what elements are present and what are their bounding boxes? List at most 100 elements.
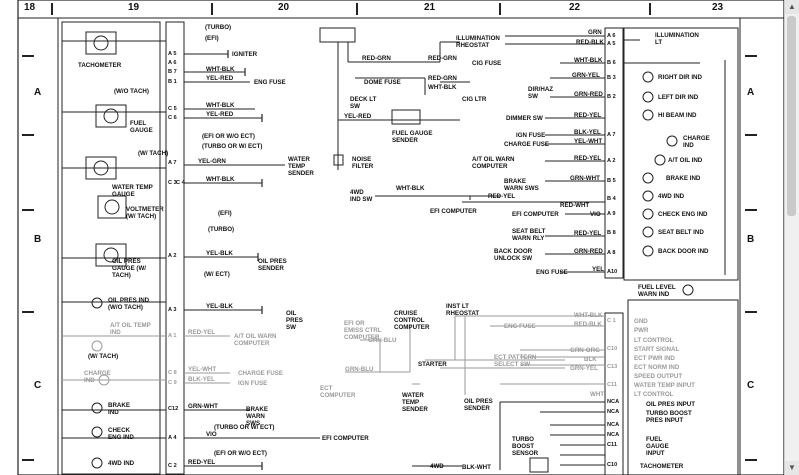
label-w-tach: (W/ TACH) xyxy=(138,150,169,157)
label-at-warn-computer: A/T OIL WARN COMPUTER xyxy=(234,333,277,347)
wire-grn-red-1: GRN-RED xyxy=(574,91,603,98)
label-oil-pres-ind: OIL PRES IND (W/O TACH) xyxy=(108,297,150,311)
ecu-water-temp-input: WATER TEMP INPUT xyxy=(634,382,695,389)
label-oil-pres-sw: OIL PRES SW xyxy=(286,310,303,331)
label-efi-2: (EFI) xyxy=(218,210,232,217)
label-at-oil-temp-ind: A/T OIL TEMP IND xyxy=(110,322,151,336)
wire-wht-blk-3: WHT-BLK xyxy=(206,176,235,183)
label-brake-warn-sws: BRAKE WARN SWS xyxy=(246,406,269,427)
wire-yel-blk-1: YEL-BLK xyxy=(206,250,233,257)
scroll-down-arrow-icon[interactable]: ▼ xyxy=(785,461,799,475)
vertical-scrollbar[interactable]: ▲ ▼ xyxy=(784,0,799,475)
pin-c4: C 4 xyxy=(176,180,185,186)
pin-a10: A10 xyxy=(607,269,618,275)
pin-nca-2: NCA xyxy=(607,409,620,415)
pin-c9: C 9 xyxy=(168,380,177,386)
label-efi: (EFI) xyxy=(205,35,219,42)
column-label-20: 20 xyxy=(278,2,290,13)
label-hi-beam-ind: HI BEAM IND xyxy=(658,112,697,119)
label-left-dir-ind: LEFT DIR IND xyxy=(658,94,699,101)
wire-yel-1: YEL xyxy=(592,266,605,273)
pin-a9: A 9 xyxy=(607,211,616,217)
wire-wht-blk-5: WHT-BLK xyxy=(396,185,425,192)
wire-grn-wht-1: GRN-WHT xyxy=(188,403,218,410)
wire-grn-wht-2: GRN-WHT xyxy=(570,175,600,182)
pin-b5: B 5 xyxy=(607,178,616,184)
pin-c1: C 1 xyxy=(607,318,616,324)
label-efi-wo-ect-2: (EFI OR W/O ECT) xyxy=(214,450,267,457)
wire-grn-yel-2: GRN-YEL xyxy=(570,365,598,372)
pin-c12: C12 xyxy=(168,406,179,412)
label-check-eng-ind: CHECK ENG IND xyxy=(108,427,134,441)
label-4wd-ind: 4WD IND xyxy=(108,460,135,467)
pin-b2: B 2 xyxy=(607,94,616,100)
label-dimmer-sw: DIMMER SW xyxy=(506,115,543,122)
wire-grn-blu-1: GRN-BLU xyxy=(345,366,374,373)
pin-c11-b: C11 xyxy=(607,442,617,448)
column-label-18: 18 xyxy=(24,2,36,13)
wire-red-yel-4: RED-YEL xyxy=(574,155,602,162)
wire-yel-blk-2: YEL-BLK xyxy=(206,303,233,310)
lower-center-wires xyxy=(412,401,605,473)
pin-b1: B 1 xyxy=(168,79,177,85)
pin-b3: B 3 xyxy=(607,75,616,81)
gauge-symbols xyxy=(85,31,127,469)
pin-c3: C 3 xyxy=(168,180,177,186)
wire-red-yel-2: RED-YEL xyxy=(188,459,216,466)
row-label-c-left: C xyxy=(34,380,42,391)
meter-cluster-frame xyxy=(61,21,161,475)
label-cig-ltr: CIG LTR xyxy=(462,96,487,103)
label-4wd-ind-sw: 4WD IND SW xyxy=(350,189,373,203)
label-oil-pres-sender-2: OIL PRES SENDER xyxy=(464,398,493,412)
label-ign-fuse: IGN FUSE xyxy=(238,380,268,387)
ecu-lt-control: LT CONTROL xyxy=(634,337,674,344)
ecu-ect-norm-ind: ECT NORM IND xyxy=(634,364,680,371)
wire-red-grn-2: RED-GRN xyxy=(428,55,457,62)
label-w-ect: (W/ ECT) xyxy=(204,271,230,278)
center-top-wires xyxy=(319,27,500,200)
ecu-start-signal: START SIGNAL xyxy=(634,346,680,353)
label-4wd-ind-2: 4WD IND xyxy=(658,193,685,200)
wire-blk-yel-2: BLK-YEL xyxy=(574,129,601,136)
label-turbo-2: (TURBO) xyxy=(208,226,235,233)
label-water-temp-sender-2: WATER TEMP SENDER xyxy=(402,392,428,413)
scroll-up-arrow-icon[interactable]: ▲ xyxy=(785,0,799,14)
wire-red-wht-1: RED-WHT xyxy=(560,202,590,209)
pin-c11: C11 xyxy=(607,382,617,388)
scrollbar-thumb[interactable] xyxy=(787,16,796,216)
pin-c2: C 2 xyxy=(168,463,177,469)
column-label-21: 21 xyxy=(424,2,436,13)
label-back-door-ind: BACK DOOR IND xyxy=(658,248,709,255)
wire-red-yel-5: RED-YEL xyxy=(488,193,516,200)
row-ticks xyxy=(22,55,757,461)
ecu-ect-pwr-ind: ECT PWR IND xyxy=(634,355,675,362)
wire-grn-org-1: GRN-ORG xyxy=(570,347,600,354)
label-efi-emiss-computer: EFI OR EMISS CTRL COMPUTER xyxy=(344,320,382,341)
ecu-fuel-gauge-input: FUEL GAUGE INPUT xyxy=(646,436,669,457)
wire-red-yel-3: RED-YEL xyxy=(574,112,602,119)
pin-b6: B 6 xyxy=(607,60,616,66)
label-brake-ind: BRAKE IND xyxy=(108,402,131,416)
label-ign-fuse-2: IGN FUSE xyxy=(516,132,546,139)
label-w-tach-2: (W/ TACH) xyxy=(88,353,119,360)
label-water-temp-sender: WATER TEMP SENDER xyxy=(288,156,314,177)
label-voltmeter: VOLTMETER (W/ TACH) xyxy=(126,206,164,220)
wire-grn-yel-1: GRN-YEL xyxy=(572,72,600,79)
wire-red-blk-2: RED-BLK xyxy=(574,321,602,328)
row-label-a-left: A xyxy=(34,87,42,98)
label-turbo-boost-sensor: TURBO BOOST SENSOR xyxy=(512,436,539,457)
label-charge-fuse: CHARGE FUSE xyxy=(238,370,284,377)
label-cruise-control-computer: CRUISE CONTROL COMPUTER xyxy=(394,310,430,331)
label-eng-fuse-3: ENG FUSE xyxy=(504,323,536,330)
wire-wht-blk-4: WHT-BLK xyxy=(428,84,457,91)
label-right-dir-ind: RIGHT DIR IND xyxy=(658,74,702,81)
label-seat-belt-warn-rly: SEAT BELT WARN RLY xyxy=(512,228,546,242)
label-oil-pres-gauge: OIL PRES GAUGE (W/ TACH) xyxy=(112,258,147,279)
pin-a6: A 6 xyxy=(168,60,177,66)
label-ect-computer: ECT COMPUTER xyxy=(320,385,356,399)
label-eng-fuse: ENG FUSE xyxy=(254,79,286,86)
row-label-a-right: A xyxy=(747,87,755,98)
pin-b7: B 7 xyxy=(168,69,177,75)
wire-yel-wht-2: YEL-WHT xyxy=(574,138,603,145)
